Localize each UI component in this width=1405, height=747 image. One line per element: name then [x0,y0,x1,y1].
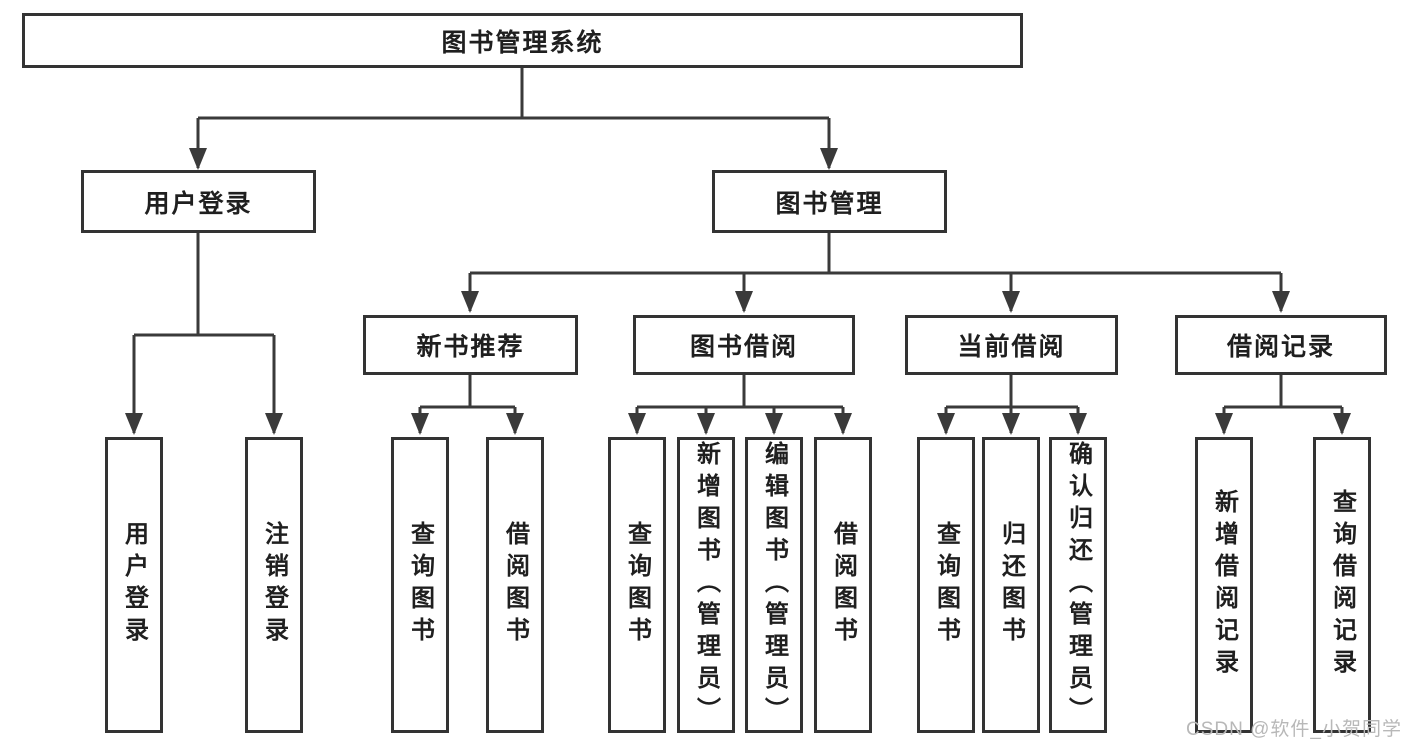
arrowheads [125,148,1351,435]
leaf-query-books-1: 查询图书 [391,437,449,733]
leaf-add-borrow-record: 新增借阅记录 [1195,437,1253,733]
leaf-edit-books-admin: 编辑图书（管理员） [745,437,803,733]
node-book-management: 图书管理 [712,170,947,233]
leaf-query-borrow-record: 查询借阅记录 [1313,437,1371,733]
leaf-query-books-3: 查询图书 [917,437,975,733]
leaf-logout: 注销登录 [245,437,303,733]
leaf-user-login: 用户登录 [105,437,163,733]
node-new-book-recommend: 新书推荐 [363,315,578,375]
node-borrow-records: 借阅记录 [1175,315,1387,375]
node-user-login: 用户登录 [81,170,316,233]
leaf-borrow-books-2: 借阅图书 [814,437,872,733]
leaf-return-books: 归还图书 [982,437,1040,733]
node-book-borrow: 图书借阅 [633,315,855,375]
node-root-system: 图书管理系统 [22,13,1023,68]
node-current-borrow: 当前借阅 [905,315,1118,375]
leaf-confirm-return-admin: 确认归还（管理员） [1049,437,1107,733]
leaf-add-books-admin: 新增图书（管理员） [677,437,735,733]
leaf-query-books-2: 查询图书 [608,437,666,733]
leaf-borrow-books-1: 借阅图书 [486,437,544,733]
csdn-watermark: CSDN @软件_小贺同学 [1186,719,1402,740]
